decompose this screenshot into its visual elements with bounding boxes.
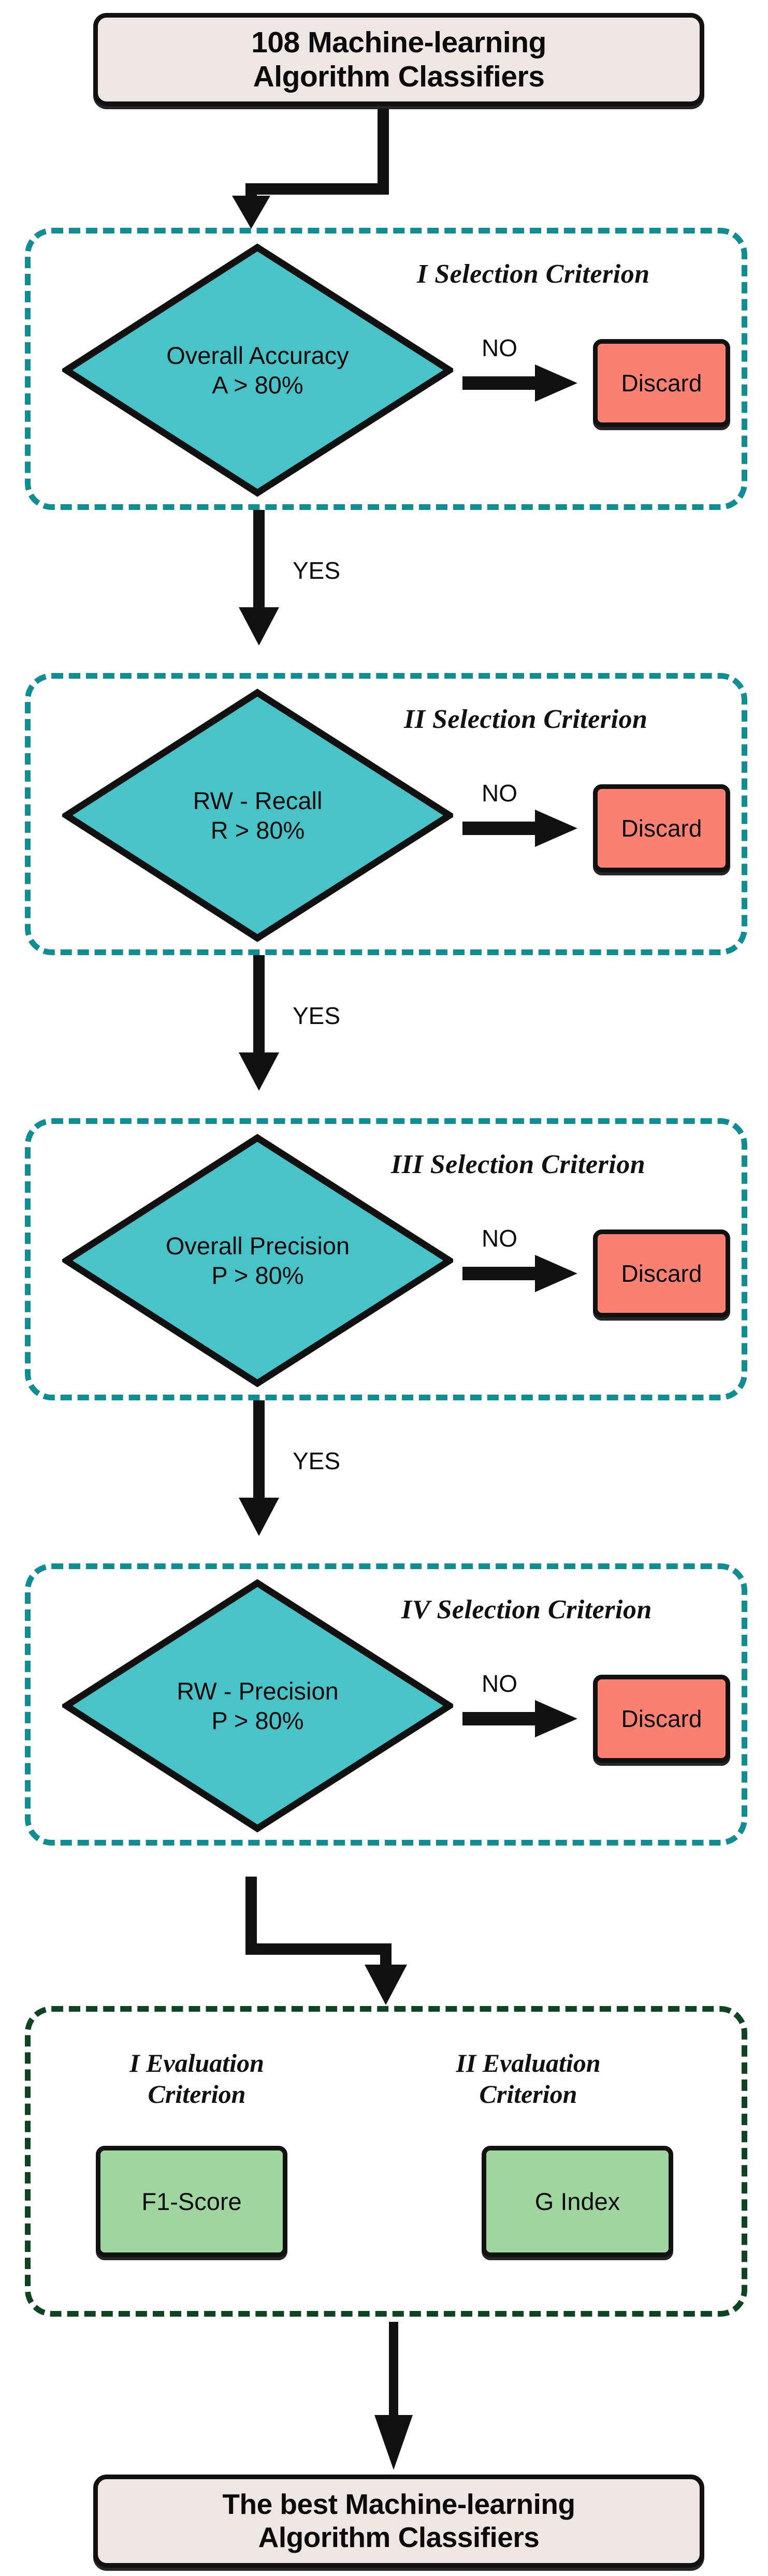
discard-box-3: Discard bbox=[593, 1230, 730, 1318]
selection-criterion-1-title: I Selection Criterion bbox=[417, 259, 650, 289]
decision-overall-precision: Overall Precision P > 80% bbox=[62, 1134, 453, 1387]
start-terminal-line2: Algorithm Classifiers bbox=[253, 60, 545, 93]
start-terminal-line1: 108 Machine-learning bbox=[251, 25, 546, 59]
connector-yes-1-to-2 bbox=[236, 510, 282, 647]
decision-4-line1: RW - Precision bbox=[177, 1677, 339, 1705]
selection-criterion-3-group bbox=[25, 1118, 747, 1400]
edge-label-yes-3: YES bbox=[293, 1447, 341, 1474]
diamond-shape bbox=[62, 689, 453, 942]
selection-criterion-2-title: II Selection Criterion bbox=[404, 705, 648, 734]
evaluation-criterion-2-title-line1: II Evaluation bbox=[456, 2048, 601, 2077]
start-terminal: 108 Machine-learning Algorithm Classifie… bbox=[93, 13, 704, 106]
end-terminal: The best Machine-learning Algorithm Clas… bbox=[93, 2475, 704, 2568]
decision-4-line2: P > 80% bbox=[211, 1707, 304, 1734]
edge-label-yes-1: YES bbox=[293, 557, 341, 584]
decision-rw-precision: RW - Precision P > 80% bbox=[62, 1579, 453, 1833]
edge-label-no-3: NO bbox=[482, 1225, 517, 1252]
edge-label-no-4: NO bbox=[482, 1670, 517, 1697]
evaluation-criterion-1-title: I Evaluation Criterion bbox=[85, 2047, 308, 2110]
diamond-shape bbox=[62, 1579, 453, 1833]
decision-3-line1: Overall Precision bbox=[165, 1232, 350, 1260]
connector-no-arrow-1 bbox=[462, 362, 582, 404]
selection-criterion-4-group bbox=[25, 1563, 747, 1846]
connector-yes-2-to-3 bbox=[236, 955, 282, 1092]
decision-3-line2: P > 80% bbox=[211, 1262, 304, 1289]
evaluation-criteria-group bbox=[25, 2006, 747, 2317]
discard-box-1: Discard bbox=[593, 339, 730, 427]
decision-2-line1: RW - Recall bbox=[193, 786, 323, 814]
connector-no-arrow-3 bbox=[462, 1253, 582, 1294]
connector-no-arrow-4 bbox=[462, 1698, 582, 1739]
diamond-shape bbox=[62, 1134, 453, 1387]
connector-start-to-criterion-1 bbox=[228, 109, 399, 230]
metric-box-g-index: G Index bbox=[482, 2146, 673, 2257]
decision-1-line2: A > 80% bbox=[212, 371, 303, 399]
evaluation-criterion-1-title-line2: Criterion bbox=[148, 2080, 246, 2109]
connector-evaluation-to-end bbox=[370, 2322, 417, 2472]
metric-box-f1-score: F1-Score bbox=[96, 2146, 287, 2257]
end-terminal-line2: Algorithm Classifiers bbox=[258, 2521, 540, 2553]
decision-overall-accuracy: Overall Accuracy A > 80% bbox=[62, 243, 453, 497]
connector-no-arrow-2 bbox=[462, 808, 582, 849]
discard-box-2: Discard bbox=[593, 784, 730, 872]
evaluation-criterion-2-title-line2: Criterion bbox=[479, 2080, 577, 2109]
edge-label-no-2: NO bbox=[482, 780, 517, 807]
end-terminal-line1: The best Machine-learning bbox=[222, 2488, 575, 2521]
connector-criterion4-to-evaluation bbox=[228, 1877, 414, 2006]
decision-rw-recall: RW - Recall R > 80% bbox=[62, 689, 453, 942]
edge-label-no-1: NO bbox=[482, 334, 517, 361]
selection-criterion-4-title: IV Selection Criterion bbox=[401, 1595, 652, 1624]
evaluation-criterion-2-title: II Evaluation Criterion bbox=[412, 2047, 645, 2110]
selection-criterion-2-group bbox=[25, 673, 747, 955]
connector-yes-3-to-4 bbox=[236, 1400, 282, 1538]
selection-criterion-1-group bbox=[25, 228, 747, 510]
decision-2-line2: R > 80% bbox=[210, 816, 305, 844]
selection-criterion-3-title: III Selection Criterion bbox=[391, 1150, 646, 1179]
discard-box-4: Discard bbox=[593, 1675, 730, 1763]
evaluation-criterion-1-title-line1: I Evaluation bbox=[129, 2048, 264, 2077]
edge-label-yes-2: YES bbox=[293, 1002, 341, 1029]
diamond-shape bbox=[62, 243, 453, 497]
decision-1-line1: Overall Accuracy bbox=[166, 341, 349, 369]
